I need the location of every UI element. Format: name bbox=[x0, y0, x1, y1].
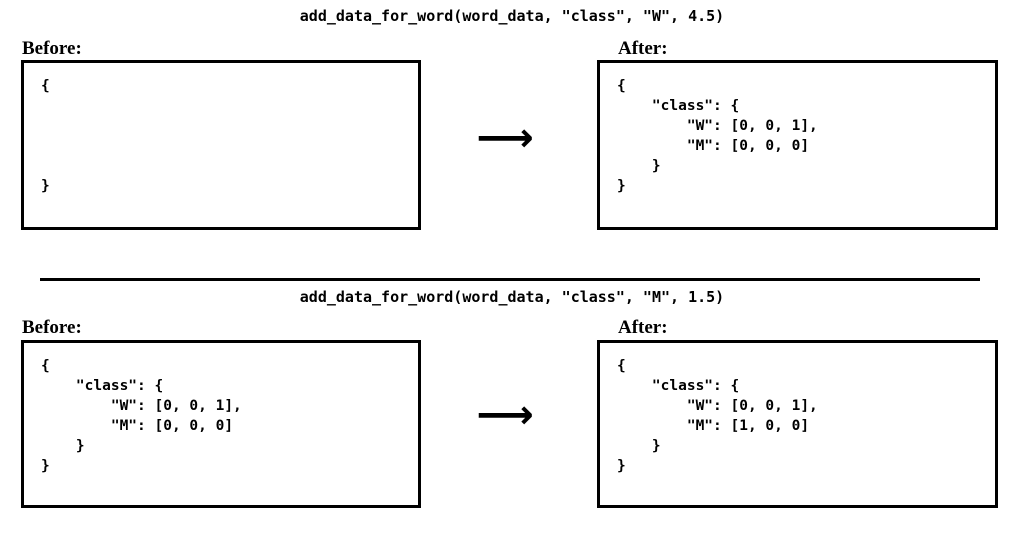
transform-arrow-icon-1: ⟶ bbox=[476, 115, 534, 161]
after-code-text-2: { "class": { "W": [0, 0, 1], "M": [1, 0,… bbox=[617, 358, 818, 474]
before-code-text-2: { "class": { "W": [0, 0, 1], "M": [0, 0,… bbox=[41, 358, 242, 474]
after-label-2: After: bbox=[618, 317, 668, 338]
before-code-box-2: { "class": { "W": [0, 0, 1], "M": [0, 0,… bbox=[21, 340, 421, 508]
before-code-box-1: { } bbox=[21, 60, 421, 230]
after-label-1: After: bbox=[618, 38, 668, 59]
function-signature-title-2: add_data_for_word(word_data, "class", "M… bbox=[299, 288, 725, 306]
before-label-1: Before: bbox=[22, 38, 82, 59]
after-code-text-1: { "class": { "W": [0, 0, 1], "M": [0, 0,… bbox=[617, 78, 818, 194]
transform-arrow-icon-2: ⟶ bbox=[476, 392, 534, 438]
before-code-text-1: { } bbox=[41, 78, 50, 194]
before-label-2: Before: bbox=[22, 317, 82, 338]
section-divider bbox=[40, 278, 980, 281]
after-code-box-1: { "class": { "W": [0, 0, 1], "M": [0, 0,… bbox=[597, 60, 998, 230]
function-signature-title-1: add_data_for_word(word_data, "class", "W… bbox=[299, 7, 725, 25]
after-code-box-2: { "class": { "W": [0, 0, 1], "M": [1, 0,… bbox=[597, 340, 998, 508]
